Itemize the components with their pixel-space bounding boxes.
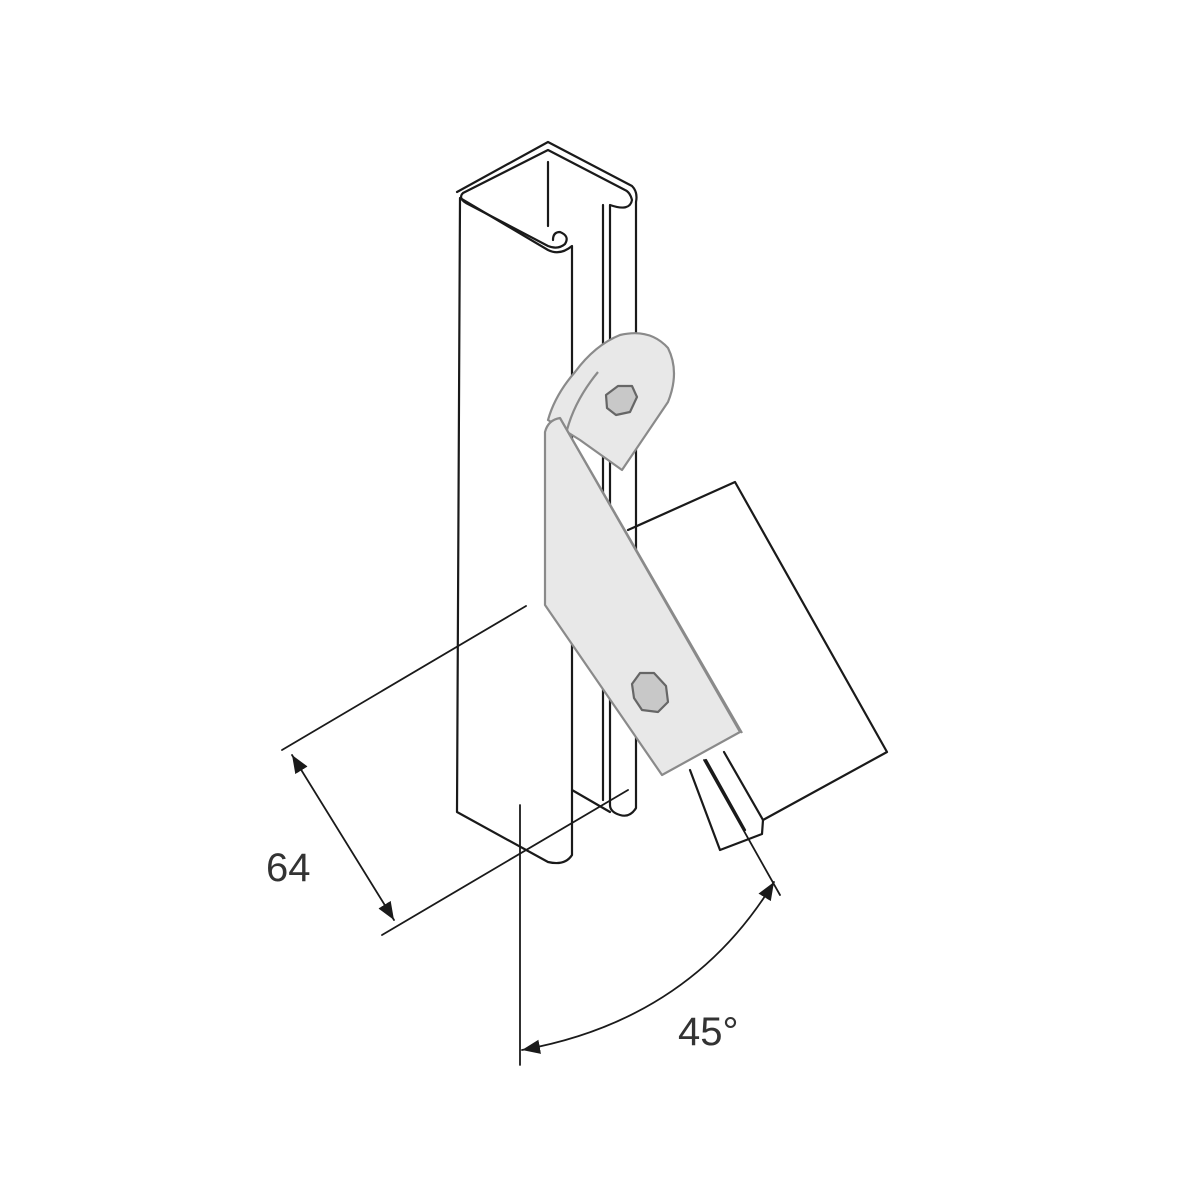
angle-bracket (543, 332, 743, 777)
bolt-hole-upper (604, 384, 639, 417)
angle-dimension-label: 45° (678, 1010, 739, 1054)
angle-dimension (519, 759, 781, 1066)
bracket-lower-leg (543, 416, 742, 777)
bolt-hole-lower (630, 671, 670, 714)
attached-plate (626, 480, 889, 852)
width-dimension-label: 64 (266, 846, 311, 890)
width-dimension (281, 605, 629, 936)
